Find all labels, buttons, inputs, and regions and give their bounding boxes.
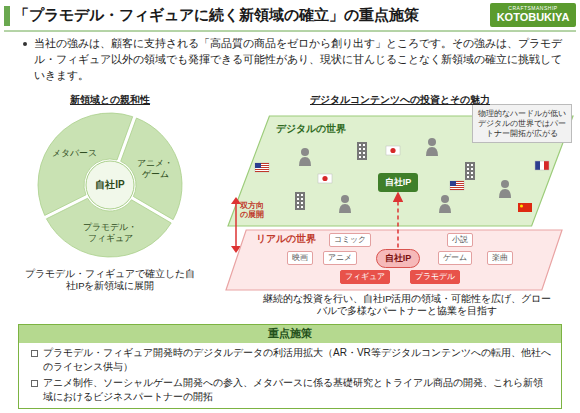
node-text: 物理的なハードルが低いデジタルの世界ではパートナー開拓が広がる [478,109,566,138]
flag-icon [535,161,549,170]
building-icon [295,192,305,210]
media-tag: アニメ [323,251,357,265]
title-marker [4,6,10,26]
segment-label: プラモデル・フィギュア [81,222,139,244]
title-rule [4,31,576,32]
two-way-arrow [231,197,241,253]
flag-icon [518,203,532,212]
media-tag: 楽曲 [487,251,513,265]
flag-icon [386,146,400,155]
person-icon [439,195,451,213]
wheel-segment [38,113,133,215]
node-text: 楽曲 [492,253,508,263]
intro-text: 当社の強みは、顧客に支持される「高品質の商品をゼロから創り出す」ところです。その… [22,36,570,84]
flag-icon [255,163,269,172]
flag-icon [318,174,332,183]
ip-box: 自社IP [378,173,419,192]
wheel-hub [86,161,134,209]
real-plane: リアルの世界自社IP コミック 小説映画 アニメ ゲーム 楽曲フィギュア プラモデル [226,230,562,290]
node-text: 自社IP [385,176,412,189]
center-circle: 自社IP [87,162,133,208]
segment-label: アニメ・ゲーム [135,158,175,180]
person-icon [426,138,438,156]
callout-box: 物理的なハードルが低いデジタルの世界ではパートナー開拓が広がる [472,104,572,143]
arrow-label: 双方向の展開 [239,201,265,219]
person-icon [299,148,311,166]
box-heading: 重点施策 [19,325,561,343]
logo-text: KOTOBUKIYA [492,11,574,23]
media-tag: ゲーム [438,251,472,265]
node-text: 自社IP [385,252,412,265]
media-tag: 小説 [447,233,473,247]
media-tag: コミック [329,233,371,247]
plane-title: リアルの世界 [256,233,316,246]
section-heading: デジタルコンテンツへの投資とその魅力 [290,94,510,107]
node-text: プラモデル・フィギュア [81,222,139,244]
measures-box: 重点施策プラモデル・フィギュア開発時のデジタルデータの利活用拡大（AR・VR等デ… [18,324,562,409]
plane-title: デジタルの世界 [276,122,346,136]
product-tag: プラモデル [410,270,460,284]
person-icon [499,180,511,198]
segment-label: メタバース [52,148,97,159]
node-text: アニメ・ゲーム [135,158,175,180]
product-tag: フィギュア [340,270,390,284]
flow-arrow [397,193,399,248]
node-text: 自社IP [95,178,124,192]
node-text: 映画 [292,253,308,263]
caption-text: 継続的な投資を行い、自社IP活用の領域・可能性を広げ、グローバルで多様なパートナ… [262,293,552,318]
node-text: メタバース [52,148,97,159]
affinity-wheel [38,113,182,257]
caption-text: プラモデル・フィギュアで確立した自社IPを新領域に展開 [25,268,195,293]
node-text: フィギュア [345,272,385,282]
building-icon [465,162,475,180]
page-title: 「プラモデル・フィギュアに続く新領域の確立」の重点施策 [14,6,419,25]
logo-tagline: CRAFTSMANSHIP [492,5,574,11]
media-tag: 映画 [287,251,313,265]
node-text: コミック [334,235,366,245]
person-icon [339,195,351,213]
node-text: アニメ [328,253,352,263]
building-icon [357,142,367,160]
section-heading: 新領域との親和性 [20,94,200,107]
node-text: プラモデル [415,272,455,282]
flag-icon [450,181,464,190]
node-text: 小説 [452,235,468,245]
node-text: ゲーム [443,253,467,263]
bullet-text: アニメ制作、ソーシャルゲーム開発への参入、メタバースに係る基礎研究とトライアル商… [43,376,551,403]
logo-plate [490,3,576,27]
ip-pill: 自社IP [376,249,421,268]
bullet-text: プラモデル・フィギュア開発時のデジタルデータの利活用拡大（AR・VR等デジタルコ… [43,346,551,373]
